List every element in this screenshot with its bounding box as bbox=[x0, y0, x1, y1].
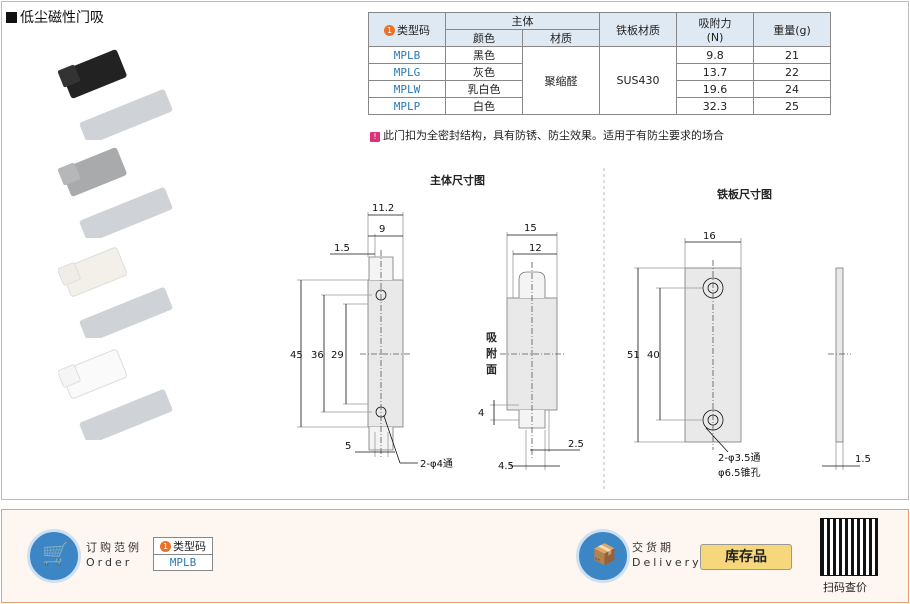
header-body: 主体 bbox=[445, 12, 600, 30]
cell-weight: 25 bbox=[753, 97, 831, 115]
header-weight: 重量(g) bbox=[753, 12, 831, 47]
qr-label: 扫码查价 bbox=[823, 581, 867, 594]
cell-code[interactable]: MPLB bbox=[368, 46, 446, 64]
cart-icon: 🛒 bbox=[27, 529, 81, 583]
dim-plate-hole: 2-φ3.5通 bbox=[718, 452, 760, 464]
page-title: 低尘磁性门吸 bbox=[6, 7, 104, 27]
plate-drawing-title: 铁板尺寸图 bbox=[717, 188, 772, 201]
dim-width-15: 15 bbox=[524, 223, 537, 234]
cell-color: 乳白色 bbox=[445, 80, 523, 98]
qr-code-icon[interactable] bbox=[820, 518, 878, 576]
dim-height-36: 36 bbox=[311, 350, 324, 361]
technical-drawing: 11.2 9 1.5 45 36 29 5 2-φ4通 15 12 4 4.5 … bbox=[290, 168, 871, 490]
square-icon bbox=[6, 12, 17, 23]
main-drawing-title: 主体尺寸图 bbox=[430, 174, 485, 187]
product-photo-black bbox=[58, 49, 173, 140]
content-frame bbox=[1, 1, 909, 500]
dim-width-4-5: 4.5 bbox=[498, 461, 514, 472]
cell-body-material: 聚缩醛 bbox=[522, 46, 600, 115]
in-stock-button[interactable]: 库存品 bbox=[700, 544, 792, 570]
dim-plate-height: 51 bbox=[627, 350, 640, 361]
cell-force: 32.3 bbox=[676, 97, 754, 115]
dim-plate-thickness: 1.5 bbox=[855, 454, 871, 465]
cell-weight: 22 bbox=[753, 63, 831, 81]
number-badge-icon: 1 bbox=[384, 24, 395, 36]
dim-width-5: 5 bbox=[345, 441, 351, 452]
cell-color: 灰色 bbox=[445, 63, 523, 81]
product-photo-white bbox=[58, 349, 173, 440]
alert-icon: ! bbox=[370, 132, 380, 142]
dim-width-12: 12 bbox=[529, 243, 542, 254]
dim-hole-pitch: 40 bbox=[647, 350, 660, 361]
dim-width-2-5: 2.5 bbox=[568, 439, 584, 450]
dim-offset: 1.5 bbox=[334, 243, 350, 254]
dim-height-45: 45 bbox=[290, 350, 303, 361]
dim-height-4: 4 bbox=[478, 408, 484, 419]
order-title: 订购范例 bbox=[86, 541, 142, 554]
header-plate-material: 铁板材质 bbox=[599, 12, 677, 47]
table-row: MPLW 乳白色 19.6 24 bbox=[368, 80, 831, 98]
number-badge-icon: 1 bbox=[160, 541, 171, 552]
dim-plate-width: 16 bbox=[703, 231, 716, 242]
dim-height-29: 29 bbox=[331, 350, 344, 361]
dim-width-inner: 9 bbox=[379, 224, 385, 235]
cell-color: 白色 bbox=[445, 97, 523, 115]
header-force: 吸附力(N) bbox=[676, 12, 754, 47]
dim-hole-main: 2-φ4通 bbox=[420, 458, 453, 470]
dim-width-total: 11.2 bbox=[372, 203, 394, 214]
cell-plate-material: SUS430 bbox=[599, 46, 677, 115]
dim-plate-countersink: φ6.5锥孔 bbox=[718, 467, 761, 479]
product-photo-gray bbox=[58, 147, 173, 238]
delivery-title: 交货期 bbox=[632, 541, 674, 554]
usage-note: !此门扣为全密封结构，具有防锈、防尘效果。适用于有防尘要求的场合 bbox=[370, 127, 724, 143]
cell-code[interactable]: MPLP bbox=[368, 97, 446, 115]
delivery-box-icon: 📦 bbox=[576, 529, 630, 583]
adhesion-face-label: 吸附面 bbox=[486, 331, 497, 376]
order-code-value[interactable]: MPLB bbox=[153, 554, 213, 571]
product-photo-milky bbox=[58, 247, 173, 338]
delivery-subtitle: Delivery bbox=[632, 556, 702, 569]
order-subtitle: Order bbox=[86, 556, 133, 569]
table-row: MPLP 白色 32.3 25 bbox=[368, 97, 831, 115]
table-row: MPLB 黑色 聚缩醛 SUS430 9.8 21 bbox=[368, 46, 831, 115]
table-row: MPLG 灰色 13.7 22 bbox=[368, 63, 831, 81]
